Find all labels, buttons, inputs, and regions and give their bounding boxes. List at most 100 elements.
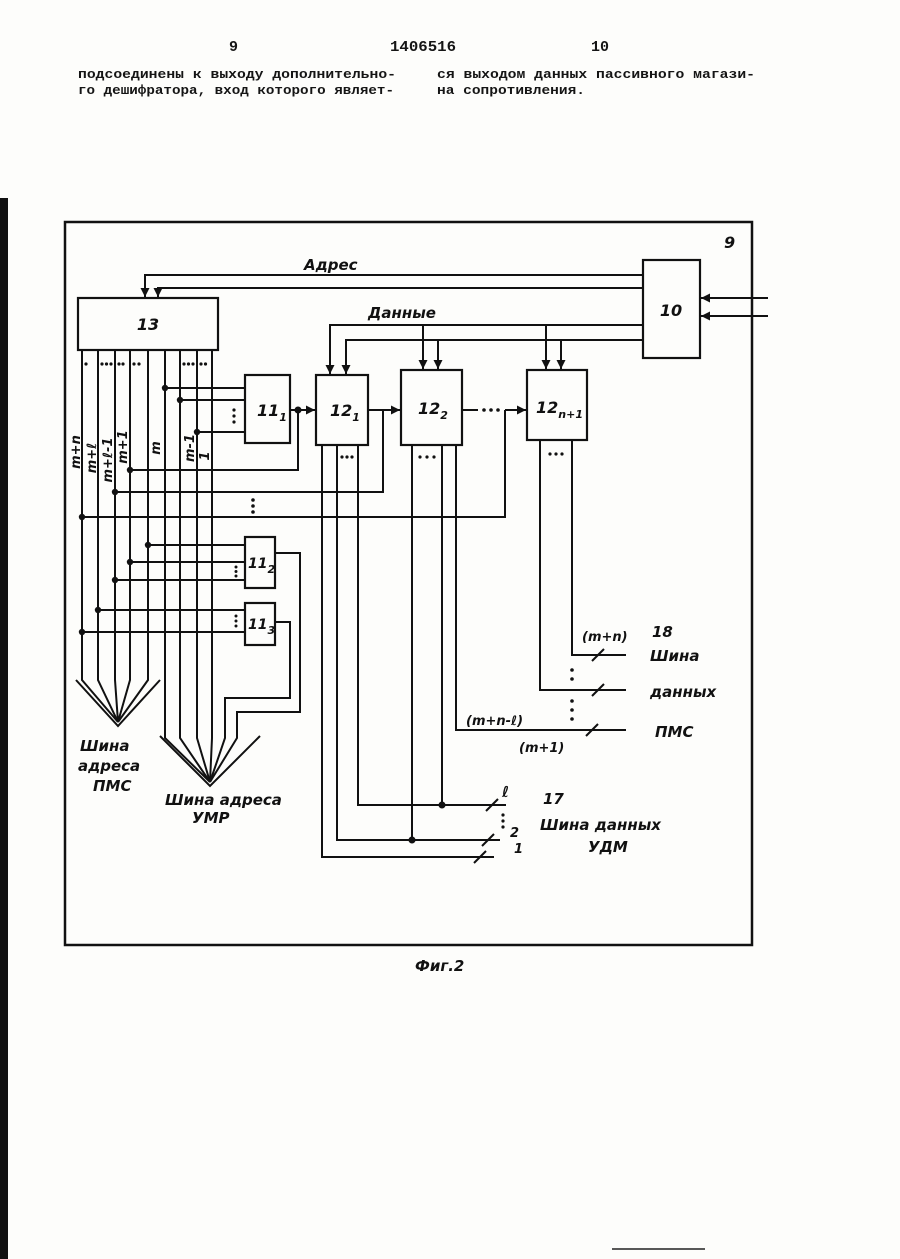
udm-data-bit-1: 1 (514, 842, 523, 857)
umr-address-bus-label: УМР (192, 809, 230, 827)
ellipsis-dot (570, 677, 574, 681)
ellipsis-dot (482, 408, 486, 412)
bus-bit-label: m+n (69, 435, 84, 469)
junction-dot (439, 802, 446, 809)
left-column-line: го дешифратора, вход которого являет- (78, 83, 394, 98)
ellipsis-dot (235, 620, 238, 623)
patent-number: 1406516 (390, 39, 456, 56)
junction-dot (162, 385, 168, 391)
ellipsis-dot (109, 362, 112, 365)
junction-dot (145, 542, 151, 548)
pms-data-bus-label: Шина (650, 647, 700, 665)
ellipsis-dot (501, 819, 504, 822)
ellipsis-dot (251, 498, 255, 502)
ellipsis-dot (570, 717, 574, 721)
pms-data-width-start: (m+1) (519, 741, 564, 756)
figure-caption: Фиг.2 (415, 957, 464, 975)
ellipsis-dot (232, 414, 235, 417)
page-number-left: 9 (229, 39, 238, 56)
address-bus-line (180, 350, 210, 782)
address-wire (145, 275, 643, 297)
ellipsis-dot (501, 813, 504, 816)
ellipsis-dot (570, 699, 574, 703)
ellipsis-dot (418, 455, 421, 458)
umr-address-bus-label: Шина адреса (165, 791, 282, 809)
block-13-label: 13 (137, 315, 159, 334)
pms-data-bus-label: данных (649, 683, 718, 701)
address-bus-line (210, 350, 212, 782)
pms-data-width-low: (m+n-ℓ) (466, 714, 523, 729)
junction-dot (295, 407, 302, 414)
ellipsis-dot (235, 615, 238, 618)
udm-data-bus-label: Шина данных (540, 816, 662, 834)
block-number: 12 (330, 401, 352, 420)
pms-address-bus-label: адреса (78, 757, 140, 775)
ellipsis-dot (350, 455, 353, 458)
data-wire (346, 340, 643, 374)
block-number: 12 (418, 399, 440, 418)
pms-data-width-top: (m+n) (582, 630, 628, 645)
ellipsis-dot (204, 362, 207, 365)
udm-data-bus-label: УДМ (588, 838, 628, 856)
junction-dot (409, 837, 416, 844)
junction-dot (112, 577, 118, 583)
ellipsis-dot (345, 455, 348, 458)
address-bus-line (115, 350, 118, 722)
bus-bit-label: m+ℓ (85, 443, 100, 474)
junction-dot (127, 559, 133, 565)
udm-data-line (358, 445, 506, 805)
junction-dot (79, 514, 85, 520)
pms-data-line (572, 440, 626, 655)
block-number: 12 (536, 398, 558, 417)
ellipsis-dot (496, 408, 500, 412)
frame-label: 9 (724, 233, 735, 252)
junction-dot (112, 489, 118, 495)
data-wire (330, 325, 643, 374)
udm-data-bit-2: 2 (510, 826, 519, 841)
block-10-label: 10 (660, 301, 682, 320)
data-label: Данные (367, 304, 436, 322)
ellipsis-dot (121, 362, 124, 365)
address-label: Адрес (303, 256, 358, 274)
ellipsis-dot (501, 825, 504, 828)
ellipsis-dot (105, 362, 108, 365)
address-bus-line (118, 350, 130, 722)
block-number: 11 (257, 401, 279, 420)
udm-data-bus-number: 17 (543, 790, 564, 808)
address-bus-line (118, 350, 148, 722)
scan-edge-bar (0, 198, 8, 1259)
junction-dot (79, 629, 85, 635)
ellipsis-dot (235, 625, 238, 628)
junction-dot (177, 397, 183, 403)
block-index: 2 (267, 563, 275, 576)
right-column-line: ся выходом данных пассивного магази- (437, 67, 755, 82)
ellipsis-dot (199, 362, 202, 365)
ellipsis-dot (560, 452, 563, 455)
pms-data-bus-label: ПМС (655, 723, 694, 741)
ellipsis-dot (187, 362, 190, 365)
right-column-line: на сопротивления. (437, 83, 585, 98)
ellipsis-dot (84, 362, 87, 365)
ellipsis-dot (432, 455, 435, 458)
block-index: 3 (267, 624, 275, 637)
bus-bit-label: m+ℓ-1 (101, 437, 116, 482)
ellipsis-dot (235, 575, 238, 578)
ellipsis-dot (251, 510, 255, 514)
block-number: 11 (248, 617, 267, 633)
page-number-right: 10 (591, 39, 609, 56)
address-bus-line (197, 350, 210, 782)
address-wire (158, 288, 643, 297)
ellipsis-dot (235, 570, 238, 573)
bus-bit-label: 1 (198, 451, 213, 460)
udm-data-bit-top: ℓ (501, 783, 509, 801)
udm-data-line (322, 445, 494, 857)
block-index: 1 (352, 411, 360, 424)
address-bus-line (165, 350, 210, 782)
address-bus-line (82, 350, 118, 722)
block-index: 2 (440, 409, 448, 422)
ellipsis-dot (340, 455, 343, 458)
ellipsis-dot (232, 408, 235, 411)
ellipsis-dot (548, 452, 551, 455)
ellipsis-dot (117, 362, 120, 365)
ellipsis-dot (235, 566, 238, 569)
